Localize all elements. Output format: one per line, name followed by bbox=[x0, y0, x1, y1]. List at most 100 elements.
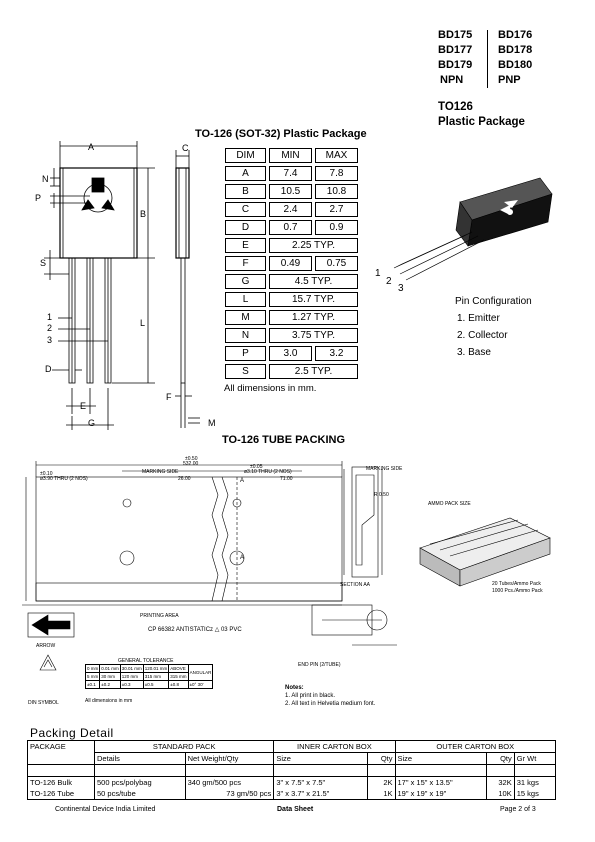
pack-cell: 31 kgs bbox=[513, 776, 557, 788]
npn-label: NPN bbox=[440, 74, 464, 86]
tube-drawing bbox=[22, 461, 397, 671]
table-subheader-row: Details Net Weight/Qty Size Qty Size Qty… bbox=[27, 752, 557, 765]
part-number: BD180 bbox=[498, 59, 533, 71]
table-header: Size bbox=[273, 752, 369, 765]
typ-cell: 4.5 TYP. bbox=[269, 274, 358, 289]
ammo-pack-label: AMMO PACK SIZE bbox=[428, 501, 471, 507]
dim-label-e: E bbox=[80, 401, 87, 411]
pack-cell: 500 pcs/polybag bbox=[94, 776, 186, 788]
package-title-line: TO126 bbox=[438, 101, 473, 113]
min-cell: 2.4 bbox=[269, 202, 312, 217]
part-divider bbox=[487, 30, 488, 88]
dim-label-p: P bbox=[35, 193, 42, 203]
table-header: MAX bbox=[315, 148, 358, 163]
dim-label: 26.00 bbox=[178, 476, 191, 482]
pack-cell: TO-126 Tube bbox=[27, 788, 95, 800]
table-row: ±0.1 ±0.2 ±0.3 ±0.5 ±0.8 ±0° 30' bbox=[84, 680, 214, 689]
pnp-label: PNP bbox=[498, 74, 521, 86]
marking-side-label: MARKING SIDE bbox=[142, 469, 179, 475]
max-cell: 10.8 bbox=[315, 184, 358, 199]
dim-cell: N bbox=[225, 328, 266, 343]
packing-detail-title: Packing Detail bbox=[30, 726, 114, 740]
notes-title: Notes: bbox=[285, 685, 304, 691]
pack-cell: TO-126 Bulk bbox=[27, 776, 95, 788]
pack-cell: 32K bbox=[485, 776, 515, 788]
tol-cell: 0 mm bbox=[84, 664, 101, 673]
dim-label-f: F bbox=[166, 392, 172, 402]
dim-cell: F bbox=[225, 256, 266, 271]
tol-cell: 120.01 mm bbox=[142, 664, 170, 673]
pin-label-1: 1 bbox=[47, 312, 53, 322]
tol-cell: ±0.5 bbox=[142, 680, 170, 689]
table-header: INNER CARTON BOX bbox=[273, 740, 396, 753]
table-header: Gr Wt bbox=[513, 752, 557, 765]
max-cell: 2.7 bbox=[315, 202, 358, 217]
pack-cell: 17" x 15" x 13.5" bbox=[394, 776, 487, 788]
dim-label: ±0.10 bbox=[40, 471, 53, 477]
dim-label-a: A bbox=[88, 142, 95, 152]
dim-cell: S bbox=[225, 364, 266, 379]
tol-cell: 0.01 mm bbox=[99, 664, 121, 673]
part-number: BD176 bbox=[498, 29, 533, 41]
table-header: Net Weight/Qty bbox=[184, 752, 275, 765]
typ-cell: 15.7 TYP. bbox=[269, 292, 358, 307]
part-number: BD178 bbox=[498, 44, 533, 56]
dim-cell: G bbox=[225, 274, 266, 289]
min-cell: 7.4 bbox=[269, 166, 312, 181]
tolerance-table: 0 mm 0.01 mm 30.01 mm 120.01 mm ABOVE AN… bbox=[84, 664, 214, 689]
pack-cell: 73 gm/50 pcs bbox=[184, 788, 275, 800]
footer-company: Continental Device India Limited bbox=[55, 806, 156, 813]
hole-label: ø3.10 THRU (2 NOS) bbox=[244, 469, 292, 475]
table-header: PACKAGE bbox=[27, 740, 95, 753]
pin-config-title: Pin Configuration bbox=[455, 296, 532, 307]
dim-label-c: C bbox=[182, 143, 189, 153]
table-header: DIM bbox=[225, 148, 266, 163]
dim-label: 532.00 bbox=[183, 461, 199, 467]
note-item: 1. All print in black. bbox=[285, 693, 336, 699]
dim-label: ±0.05 bbox=[250, 464, 263, 470]
pnp-part-list: BD176 BD178 BD180 PNP bbox=[498, 28, 532, 88]
dim-label-m: M bbox=[208, 418, 216, 428]
table-row: TO-126 Bulk 500 pcs/polybag 340 gm/500 p… bbox=[27, 776, 557, 788]
printing-area-label: PRINTING AREA bbox=[140, 613, 179, 619]
dim-cell: B bbox=[225, 184, 266, 199]
table-header bbox=[27, 752, 95, 765]
dim-cell: P bbox=[225, 346, 266, 361]
pack-cell: 2K bbox=[367, 776, 396, 788]
tol-cell: ±0.3 bbox=[119, 680, 144, 689]
table-row: TO-126 Tube 50 pcs/tube 73 gm/50 pcs 3" … bbox=[27, 788, 557, 800]
dim-label-g: G bbox=[88, 418, 96, 428]
dim-cell: A bbox=[225, 166, 266, 181]
ammo-pack-image bbox=[419, 517, 551, 587]
din-symbol-label: DIN SYMBOL bbox=[28, 700, 59, 706]
pack-cell: 1K bbox=[367, 788, 396, 800]
pin-label-1: 1 bbox=[375, 268, 381, 279]
dim-label-b: B bbox=[140, 209, 147, 219]
typ-cell: 1.27 TYP. bbox=[269, 310, 358, 325]
pack-cell: 340 gm/500 pcs bbox=[184, 776, 275, 788]
tol-cell: ±0.1 bbox=[84, 680, 101, 689]
table-header: OUTER CARTON BOX bbox=[394, 740, 556, 753]
general-tolerance-label: GENERAL TOLERANCE bbox=[118, 658, 174, 664]
section-label: SECTION AA bbox=[340, 582, 371, 588]
part-number: BD177 bbox=[438, 44, 473, 56]
pack-cell: 19" x 19" x 19" bbox=[394, 788, 487, 800]
tol-cell: 30.01 mm bbox=[119, 664, 144, 673]
tol-cell: ±0° 30' bbox=[187, 680, 214, 689]
marking-side-label: MARKING SIDE bbox=[366, 466, 403, 472]
dim-label-s: S bbox=[40, 258, 47, 268]
tol-cell: ±0.8 bbox=[168, 680, 189, 689]
drawing-title: TO-126 (SOT-32) Plastic Package bbox=[195, 128, 367, 140]
pin-label-3: 3 bbox=[398, 283, 404, 294]
pin-config-item: 3. Base bbox=[457, 347, 491, 358]
footer-center: Data Sheet bbox=[277, 806, 314, 813]
packing-table: PACKAGE STANDARD PACK INNER CARTON BOX O… bbox=[27, 740, 557, 800]
max-cell: 0.75 bbox=[315, 256, 358, 271]
package-outline-drawing bbox=[44, 141, 200, 430]
